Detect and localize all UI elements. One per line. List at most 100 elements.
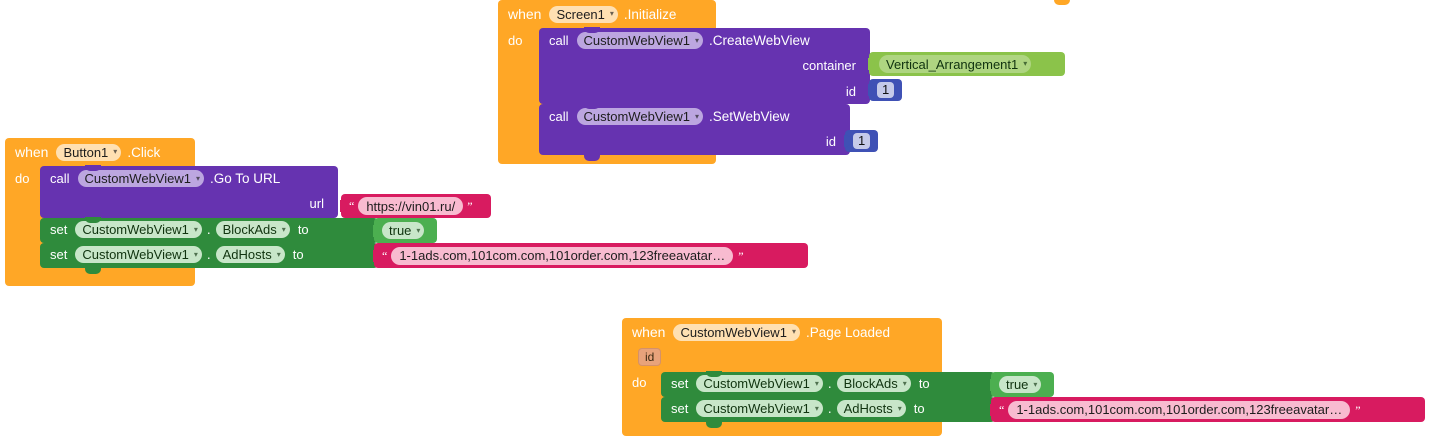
text-field-adhosts[interactable]: 1-1ads.com,101com.com,101order.com,123fr… [391,246,734,265]
value-text-adhosts-btn[interactable]: “ 1-1ads.com,101com.com,101order.com,123… [373,243,808,268]
component-dropdown-customwebview1[interactable]: CustomWebView1 ▾ [696,375,823,392]
value-text-adhosts-pl[interactable]: “ 1-1ads.com,101com.com,101order.com,123… [990,397,1425,422]
statement-set-blockads-pl[interactable]: set CustomWebView1 ▾ . BlockAds ▾ to [661,371,995,397]
plug-notch [868,58,875,70]
property-dropdown-blockads[interactable]: BlockAds ▾ [836,375,911,392]
block-notch [706,371,722,377]
chevron-down-icon: ▾ [609,9,614,18]
statement-set-adhosts-pl[interactable]: set CustomWebView1 ▾ . AdHosts ▾ to [661,397,995,428]
chevron-down-icon: ▾ [694,111,699,121]
text-field-adhosts[interactable]: 1-1ads.com,101com.com,101order.com,123fr… [1008,400,1351,419]
component-dropdown-customwebview1[interactable]: CustomWebView1 ▾ [75,246,202,263]
value-logic-true-btn[interactable]: true ▾ [373,218,437,243]
number-field[interactable]: 1 [853,133,871,149]
do-label: do [15,171,30,186]
dot-separator: . [206,247,211,262]
block-notch [85,165,101,171]
event-name: .Click [127,144,161,160]
plug-notch [844,135,851,147]
block-notch [584,103,600,109]
statement-set-blockads-btn[interactable]: set CustomWebView1 ▾ . BlockAds ▾ to [40,217,378,243]
component-dropdown-button1[interactable]: Button1 ▾ [56,143,122,161]
quote-open: “ [349,199,355,213]
component-dropdown-customwebview1[interactable]: CustomWebView1 ▾ [673,323,800,341]
value-number-id-set[interactable]: 1 [844,130,878,152]
block-bottom-notch [85,268,101,274]
block-notch [85,217,101,223]
to-keyword: to [297,222,309,237]
component-dropdown-customwebview1[interactable]: CustomWebView1 ▾ [576,32,703,49]
to-keyword: to [913,401,925,416]
arg-label-url: url [309,196,324,211]
call-keyword: call [549,109,569,124]
block-bottom-notch [584,155,600,161]
block-bottom-notch [706,422,722,428]
component-dropdown-customwebview1[interactable]: CustomWebView1 ▾ [576,108,703,125]
property-dropdown-blockads[interactable]: BlockAds ▾ [215,221,290,238]
to-keyword: to [292,247,304,262]
chevron-down-icon: ▾ [902,378,907,388]
block-notch [1054,0,1070,5]
value-number-id-create[interactable]: 1 [868,79,902,101]
arg-label-id: id [845,84,856,99]
quote-close: ” [738,248,744,263]
event-parameter-id[interactable]: id [638,348,662,366]
when-keyword: when [632,324,666,340]
chevron-down-icon: ▾ [791,327,796,336]
set-keyword: set [50,222,68,237]
chevron-down-icon: ▾ [1033,379,1038,389]
do-label: do [632,375,647,390]
logic-dropdown-true[interactable]: true ▾ [999,376,1042,393]
method-name: .Go To URL [210,171,281,186]
chevron-down-icon: ▾ [814,403,819,413]
event-header: when CustomWebView1 ▾ .Page Loaded [622,318,942,346]
set-keyword: set [50,247,68,262]
value-component-vertical-arrangement1[interactable]: Vertical_Arrangement1 ▾ [868,52,1065,76]
set-keyword: set [671,376,689,391]
component-dropdown-customwebview1[interactable]: CustomWebView1 ▾ [696,400,823,417]
quote-open: “ [999,402,1005,417]
component-dropdown-customwebview1[interactable]: CustomWebView1 ▾ [77,170,204,187]
quote-close: ” [1355,402,1361,417]
logic-dropdown-true[interactable]: true ▾ [382,222,425,239]
statement-call-gotourl[interactable]: call CustomWebView1 ▾ .Go To URL url [40,165,338,218]
statement-call-setwebview[interactable]: call CustomWebView1 ▾ .SetWebView id [539,103,850,161]
method-name: .SetWebView [709,109,790,124]
arg-label-container: container [802,58,856,73]
call-keyword: call [549,33,569,48]
call-keyword: call [50,171,70,186]
chevron-down-icon: ▾ [193,224,198,234]
value-logic-true-pl[interactable]: true ▾ [990,372,1054,397]
when-keyword: when [15,144,49,160]
number-field[interactable]: 1 [877,82,895,98]
dot-separator: . [206,222,211,237]
statement-call-createwebview[interactable]: call CustomWebView1 ▾ .CreateWebView con… [539,27,870,104]
statement-set-adhosts-btn[interactable]: set CustomWebView1 ▾ . AdHosts ▾ to [40,243,378,274]
plug-notch [990,378,997,391]
quote-open: “ [382,248,388,263]
plug-notch [868,84,875,96]
arg-label-id: id [825,134,836,149]
event-header: when Screen1 ▾ .Initialize [498,0,716,28]
event-name: .Initialize [623,6,677,22]
when-keyword: when [508,6,542,22]
do-label: do [508,33,523,48]
plug-notch [340,200,347,212]
chevron-down-icon: ▾ [195,173,200,183]
chevron-down-icon: ▾ [276,249,281,259]
component-dropdown-screen1[interactable]: Screen1 ▾ [549,5,618,23]
component-dropdown-customwebview1[interactable]: CustomWebView1 ▾ [75,221,202,238]
value-text-url[interactable]: “ https://vin01.ru/ ” [340,194,491,218]
property-dropdown-adhosts[interactable]: AdHosts ▾ [215,246,285,263]
chevron-down-icon: ▾ [897,403,902,413]
chevron-down-icon: ▾ [694,35,699,45]
text-field-url[interactable]: https://vin01.ru/ [358,197,464,215]
property-dropdown-adhosts[interactable]: AdHosts ▾ [836,400,906,417]
plug-notch [990,403,997,416]
component-dropdown-vertical-arrangement1[interactable]: Vertical_Arrangement1 ▾ [879,55,1032,73]
dot-separator: . [827,376,832,391]
dot-separator: . [827,401,832,416]
plug-notch [373,224,380,237]
method-name: .CreateWebView [709,33,810,48]
